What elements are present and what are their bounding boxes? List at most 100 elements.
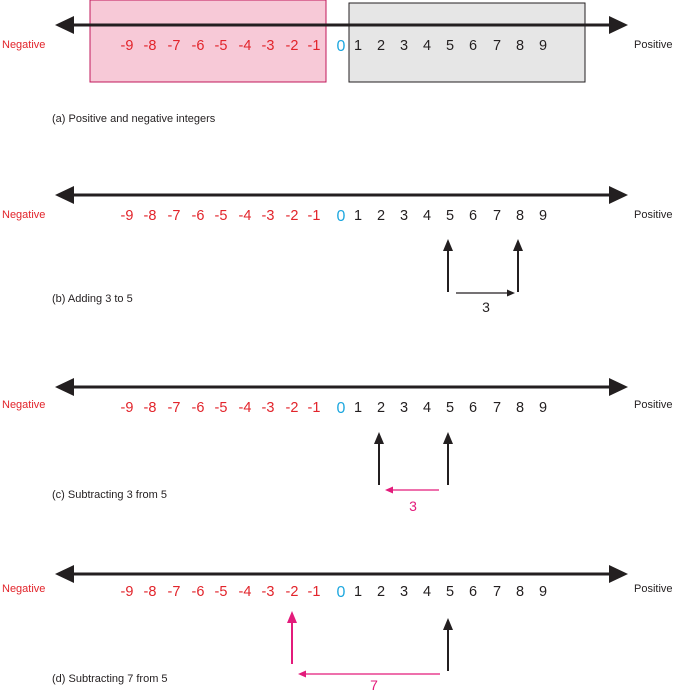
negative-number: -5 bbox=[215, 584, 228, 600]
positive-number: 5 bbox=[446, 584, 454, 600]
left-arrowhead-icon bbox=[298, 670, 306, 678]
positive-number: 8 bbox=[516, 38, 524, 54]
panel-caption: (a) Positive and negative integers bbox=[52, 113, 216, 125]
negative-label: Negative bbox=[2, 583, 45, 595]
positive-label: Positive bbox=[634, 399, 673, 411]
right-arrowhead-icon bbox=[609, 565, 628, 583]
negative-number: -2 bbox=[286, 400, 299, 416]
positive-number: 7 bbox=[493, 38, 501, 54]
positive-number: 8 bbox=[516, 400, 524, 416]
left-arrowhead-icon bbox=[55, 565, 74, 583]
positive-number: 9 bbox=[539, 584, 547, 600]
negative-number: -1 bbox=[308, 38, 321, 54]
negative-number: -9 bbox=[121, 400, 134, 416]
positive-number: 4 bbox=[423, 400, 431, 416]
positive-number: 7 bbox=[493, 400, 501, 416]
negative-number: -7 bbox=[168, 208, 181, 224]
positive-number: 3 bbox=[400, 584, 408, 600]
negative-number: -8 bbox=[144, 584, 157, 600]
right-arrowhead-icon bbox=[609, 186, 628, 204]
panel-caption: (d) Subtracting 7 from 5 bbox=[52, 673, 168, 685]
negative-number: -7 bbox=[168, 400, 181, 416]
negative-number: -2 bbox=[286, 208, 299, 224]
positive-number: 2 bbox=[377, 400, 385, 416]
negative-label: Negative bbox=[2, 209, 45, 221]
positive-number: 6 bbox=[469, 208, 477, 224]
up-arrowhead-icon bbox=[287, 611, 297, 623]
up-arrowhead-icon bbox=[443, 239, 453, 251]
up-arrowhead-icon bbox=[513, 239, 523, 251]
zero-number: 0 bbox=[337, 38, 346, 55]
negative-number: -8 bbox=[144, 38, 157, 54]
up-arrowhead-icon bbox=[374, 432, 384, 444]
positive-number: 4 bbox=[423, 38, 431, 54]
positive-number: 5 bbox=[446, 38, 454, 54]
negative-label: Negative bbox=[2, 39, 45, 51]
positive-number: 1 bbox=[354, 38, 362, 54]
positive-number: 8 bbox=[516, 584, 524, 600]
negative-number: -2 bbox=[286, 584, 299, 600]
positive-number: 5 bbox=[446, 400, 454, 416]
negative-number: -4 bbox=[239, 584, 252, 600]
panel-caption: (c) Subtracting 3 from 5 bbox=[52, 489, 167, 501]
positive-number: 7 bbox=[493, 208, 501, 224]
positive-number: 9 bbox=[539, 400, 547, 416]
up-arrowhead-icon bbox=[443, 618, 453, 630]
negative-number: -8 bbox=[144, 400, 157, 416]
negative-number: -9 bbox=[121, 38, 134, 54]
positive-number: 2 bbox=[377, 38, 385, 54]
negative-number: -5 bbox=[215, 208, 228, 224]
jump-label: 7 bbox=[370, 677, 378, 690]
positive-number: 4 bbox=[423, 584, 431, 600]
negative-number: -7 bbox=[168, 584, 181, 600]
negative-number: -9 bbox=[121, 584, 134, 600]
left-arrowhead-icon bbox=[55, 378, 74, 396]
negative-number: -9 bbox=[121, 208, 134, 224]
positive-number: 2 bbox=[377, 584, 385, 600]
positive-number: 4 bbox=[423, 208, 431, 224]
positive-label: Positive bbox=[634, 209, 673, 221]
positive-number: 9 bbox=[539, 208, 547, 224]
negative-region-box bbox=[89, 0, 327, 83]
negative-number: -1 bbox=[308, 208, 321, 224]
positive-number: 6 bbox=[469, 584, 477, 600]
positive-number: 3 bbox=[400, 38, 408, 54]
zero-number: 0 bbox=[337, 584, 346, 601]
left-arrowhead-icon bbox=[55, 16, 74, 34]
left-arrowhead-icon bbox=[55, 186, 74, 204]
negative-number: -6 bbox=[192, 208, 205, 224]
positive-number: 1 bbox=[354, 400, 362, 416]
positive-number: 1 bbox=[354, 208, 362, 224]
positive-number: 3 bbox=[400, 400, 408, 416]
negative-number: -4 bbox=[239, 38, 252, 54]
negative-number: -5 bbox=[215, 38, 228, 54]
negative-number: -3 bbox=[262, 400, 275, 416]
positive-number: 6 bbox=[469, 38, 477, 54]
negative-number: -6 bbox=[192, 584, 205, 600]
positive-number: 7 bbox=[493, 584, 501, 600]
negative-number: -3 bbox=[262, 584, 275, 600]
jump-label: 3 bbox=[482, 299, 490, 315]
negative-number: -4 bbox=[239, 208, 252, 224]
positive-number: 5 bbox=[446, 208, 454, 224]
positive-label: Positive bbox=[634, 39, 673, 51]
positive-number: 6 bbox=[469, 400, 477, 416]
negative-number: -6 bbox=[192, 38, 205, 54]
right-arrowhead-icon bbox=[609, 378, 628, 396]
negative-number: -3 bbox=[262, 38, 275, 54]
negative-number: -4 bbox=[239, 400, 252, 416]
positive-number: 1 bbox=[354, 584, 362, 600]
negative-number: -5 bbox=[215, 400, 228, 416]
positive-label: Positive bbox=[634, 583, 673, 595]
right-arrowhead-icon bbox=[609, 16, 628, 34]
negative-label: Negative bbox=[2, 399, 45, 411]
